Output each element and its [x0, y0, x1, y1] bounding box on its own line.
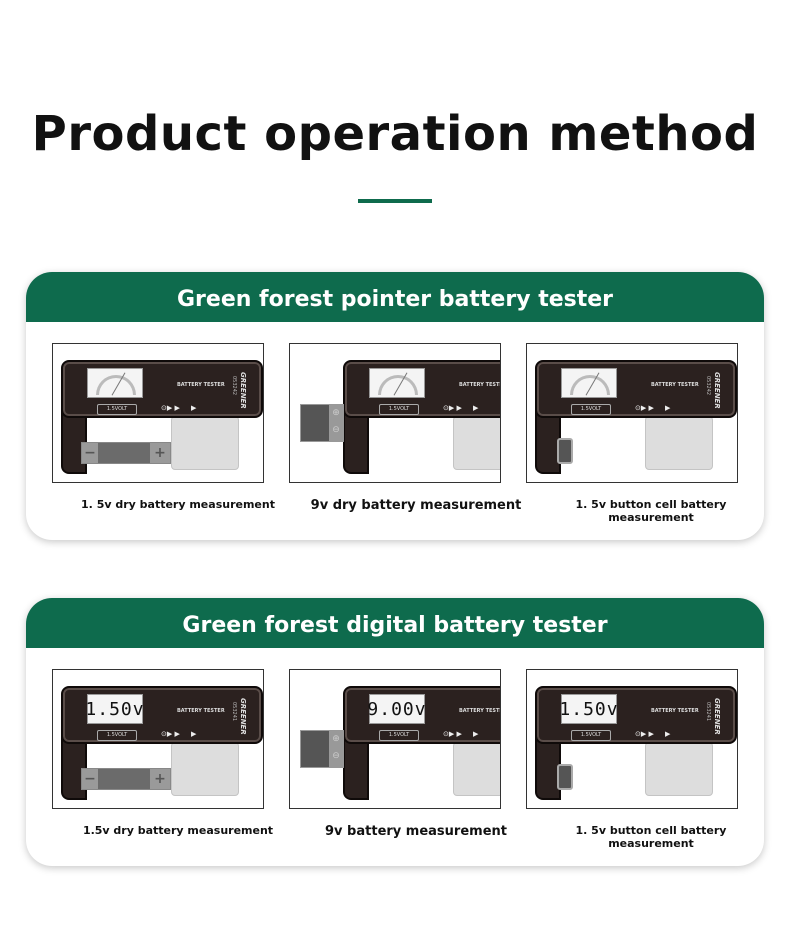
tester-screen: 9.00v [367, 694, 427, 724]
model-number: 053242 [705, 376, 711, 396]
tester-label: BATTERY TESTER [651, 382, 699, 388]
caption: 1. 5v dry battery measurement [81, 498, 275, 511]
caption: 9v dry battery measurement [310, 498, 522, 513]
battery-slider [453, 416, 500, 470]
arrow-icons: ⊙▶ ▶ ▶ [443, 730, 479, 738]
battery-slider [171, 742, 239, 796]
page-title: Product operation method [31, 106, 759, 162]
section-heading: Green forest digital battery tester [26, 598, 764, 648]
arrow-icons: ⊙▶ ▶ ▶ [635, 730, 671, 738]
tester-screen: 1.50v [85, 694, 145, 724]
volt-slot: 1.5VOLT [379, 730, 419, 741]
illustration-panel: BATTERY TESTER GREENER 053242 1.5VOLT ⊙▶… [52, 343, 264, 483]
pointer-tester-section: Green forest pointer battery tester BATT… [26, 272, 764, 540]
brand-logo: GREENER [239, 372, 247, 409]
digital-tester-section: Green forest digital battery tester 1.50… [26, 598, 764, 866]
illustration-panel: BATTERY TESTER GREENER 053242 1.5VOLT ⊙▶… [289, 343, 501, 483]
battery-slider [171, 416, 239, 470]
tester-body: BATTERY TESTER GREENER 053242 1.5VOLT ⊙▶… [61, 360, 263, 418]
tester-label: BATTERY TESTER [459, 708, 500, 714]
lcd-reading: 9.00v [367, 698, 427, 720]
tester-label: BATTERY TESTER [651, 708, 699, 714]
section-heading: Green forest pointer battery tester [26, 272, 764, 322]
arrow-icons: ⊙▶ ▶ ▶ [161, 730, 197, 738]
illustration-panel: BATTERY TESTER GREENER 053242 1.5VOLT ⊙▶… [526, 343, 738, 483]
brand-logo: GREENER [713, 372, 721, 409]
arrow-icons: ⊙▶ ▶ ▶ [161, 404, 197, 412]
tester-screen [87, 368, 143, 398]
volt-slot: 1.5VOLT [571, 404, 611, 415]
volt-slot: 1.5VOLT [97, 404, 137, 415]
arrow-icons: ⊙▶ ▶ ▶ [443, 404, 479, 412]
tester-label: BATTERY TESTER [177, 708, 225, 714]
title-divider [358, 199, 432, 203]
lcd-reading: 1.50v [85, 698, 145, 720]
model-number: 053241 [231, 702, 237, 722]
9v-battery: ⊕⊖ [300, 730, 344, 768]
lcd-reading: 1.50v [559, 698, 619, 720]
tester-body: 9.00v BATTERY TESTER GREENER 053241 1.5V… [343, 686, 500, 744]
illustration-panel: 9.00v BATTERY TESTER GREENER 053241 1.5V… [289, 669, 501, 809]
model-number: 053242 [231, 376, 237, 396]
battery-slider [645, 742, 713, 796]
battery-slider [453, 742, 500, 796]
volt-slot: 1.5VOLT [379, 404, 419, 415]
9v-battery: ⊕⊖ [300, 404, 344, 442]
arrow-icons: ⊙▶ ▶ ▶ [635, 404, 671, 412]
brand-logo: GREENER [713, 698, 721, 735]
battery-slider [645, 416, 713, 470]
aa-battery: −+ [81, 768, 171, 790]
caption: 1. 5v button cell battery measurement [575, 824, 727, 850]
model-number: 053241 [705, 702, 711, 722]
tester-body: BATTERY TESTER GREENER 053242 1.5VOLT ⊙▶… [343, 360, 500, 418]
caption: 1. 5v button cell battery measurement [575, 498, 727, 524]
caption: 9v battery measurement [325, 824, 507, 839]
tester-body: 1.50v BATTERY TESTER GREENER 053241 1.5V… [535, 686, 737, 744]
caption: 1.5v dry battery measurement [82, 824, 274, 837]
tester-label: BATTERY TESTER [459, 382, 500, 388]
tester-screen [561, 368, 617, 398]
tester-screen: 1.50v [559, 694, 619, 724]
volt-slot: 1.5VOLT [571, 730, 611, 741]
illustration-panel: 1.50v BATTERY TESTER GREENER 053241 1.5V… [52, 669, 264, 809]
aa-battery: −+ [81, 442, 171, 464]
tester-screen [369, 368, 425, 398]
button-cell-battery [557, 764, 573, 790]
tester-body: BATTERY TESTER GREENER 053242 1.5VOLT ⊙▶… [535, 360, 737, 418]
brand-logo: GREENER [239, 698, 247, 735]
tester-body: 1.50v BATTERY TESTER GREENER 053241 1.5V… [61, 686, 263, 744]
illustration-panel: 1.50v BATTERY TESTER GREENER 053241 1.5V… [526, 669, 738, 809]
button-cell-battery [557, 438, 573, 464]
tester-label: BATTERY TESTER [177, 382, 225, 388]
volt-slot: 1.5VOLT [97, 730, 137, 741]
